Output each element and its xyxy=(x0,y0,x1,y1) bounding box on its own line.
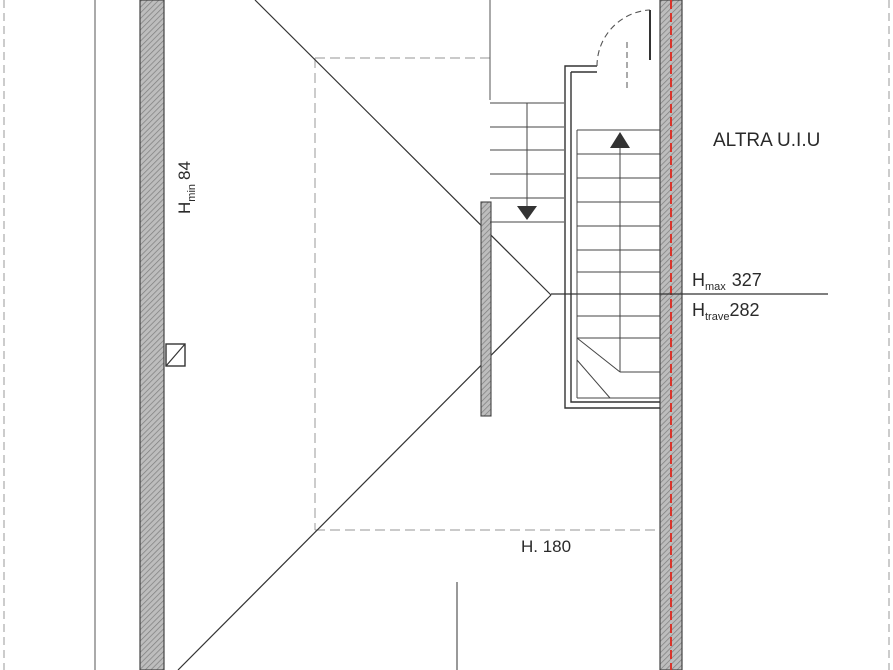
partition-wall xyxy=(480,201,492,417)
left-column-diagonal xyxy=(165,343,186,367)
stair-enclosure xyxy=(564,65,660,409)
h-max-prefix: H xyxy=(692,270,705,290)
door xyxy=(596,9,651,92)
h-min-sub: min xyxy=(186,184,198,202)
stair-down-flight xyxy=(490,102,564,223)
slope-line-upper xyxy=(254,0,552,296)
left-wall xyxy=(139,0,165,670)
h-180-label: H. 180 xyxy=(521,537,571,556)
h-trave-label: Htrave282 xyxy=(692,300,760,323)
h-trave-sub: trave xyxy=(705,311,729,323)
h-trave-prefix: H xyxy=(692,300,705,320)
svg-text:Hmin84: Hmin 84 xyxy=(175,161,198,214)
h-min-label: Hmin 84 xyxy=(175,161,198,214)
h-min-value: 84 xyxy=(175,161,194,180)
h-max-value: 327 xyxy=(732,270,762,290)
stair-up-flight xyxy=(576,129,660,399)
other-unit-label: ALTRA U.I.U xyxy=(713,130,820,151)
h-max-label: Hmax 327 xyxy=(692,270,762,293)
stair-up-arrow xyxy=(610,132,630,148)
h-max-sub: max xyxy=(705,281,726,293)
right-wall xyxy=(659,0,683,670)
stair-down-arrow xyxy=(517,206,537,220)
h-min-prefix: H xyxy=(175,202,194,214)
slope-line-lower xyxy=(177,294,552,670)
h-trave-value: 282 xyxy=(729,300,759,320)
